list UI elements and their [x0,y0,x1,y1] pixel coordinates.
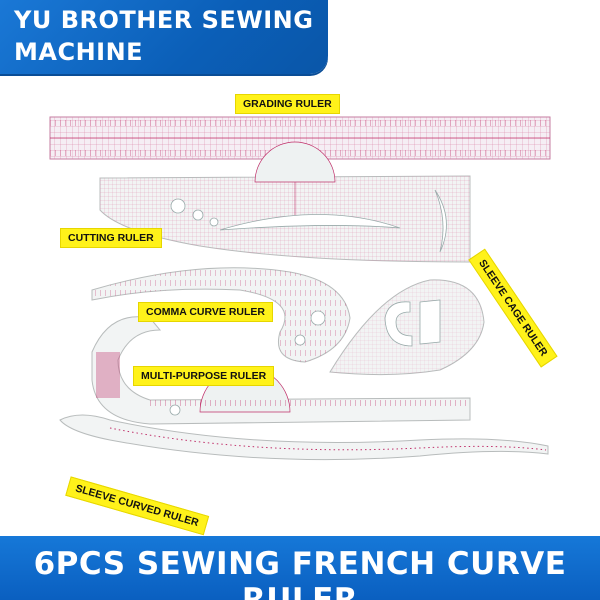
title-band: 6PCS SEWING FRENCH CURVE RULER [0,536,600,600]
sleeve-cage-ruler [329,279,485,376]
label-grading-ruler: GRADING RULER [235,94,340,114]
brand-name-line1: YU BROTHER SEWING [14,6,314,34]
cutting-ruler [99,141,471,263]
brand-name-line2: MACHINE [14,38,144,66]
sleeve-curved-ruler [59,414,549,461]
brand-banner: YU BROTHER SEWING MACHINE [0,0,328,74]
comma-curve-ruler [91,267,351,363]
label-multi-purpose-ruler: MULTI-PURPOSE RULER [133,366,275,386]
label-cutting-ruler: CUTTING RULER [60,228,162,248]
label-comma-curve-ruler: COMMA CURVE RULER [138,302,274,322]
product-title: 6PCS SEWING FRENCH CURVE RULER [33,546,567,600]
